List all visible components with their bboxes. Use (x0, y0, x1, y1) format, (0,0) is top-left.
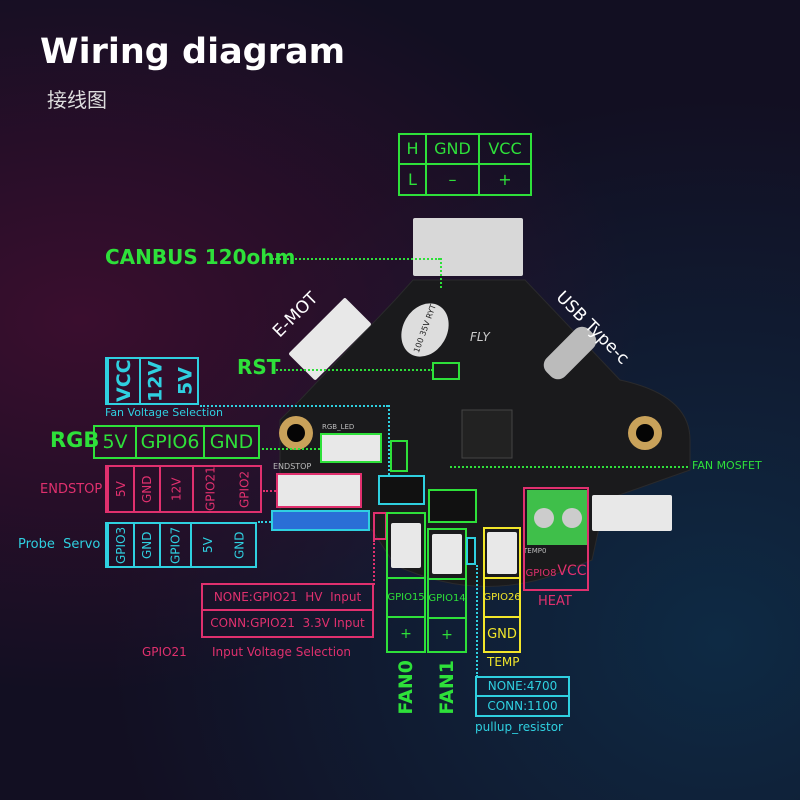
fan-voltage-label: Fan Voltage Selection (105, 406, 223, 419)
endstop-pin-gnd: GND (133, 467, 159, 511)
temp-pin-gpio26: GPIO26 (483, 579, 521, 618)
rst-button[interactable] (432, 362, 460, 380)
temp-connector[interactable] (487, 532, 517, 574)
fan-voltage-jumper-table: VCC 12V 5V (105, 357, 199, 405)
fan0-block: GPIO15 + (386, 512, 426, 653)
endstop-label: ENDSTOP (40, 482, 103, 497)
heat-block: GPIO8 VCC (523, 487, 589, 591)
heat-pin-vcc: VCC (557, 563, 587, 579)
rgb-pinout-table: 5V GPIO6 GND (93, 425, 260, 459)
pullup-conn: CONN:1100 (487, 698, 558, 713)
fan0-connector[interactable] (391, 523, 421, 569)
input-voltage-conn: CONN:GPIO21 3.3V Input (210, 616, 365, 631)
gpio21-jumper[interactable] (373, 512, 387, 540)
endstop-pin-gpio21: GPIO21 (192, 467, 227, 511)
input-voltage-selection-label: Input Voltage Selection (212, 645, 352, 659)
can-plus: + (498, 169, 512, 189)
pullup-jumper[interactable] (466, 537, 476, 565)
fan-mosfet-label: FAN MOSFET (692, 459, 762, 472)
pullup-none: NONE:4700 (477, 678, 568, 697)
fan0-label: FAN0 (395, 660, 417, 715)
silk-temp0: TEMP0 (523, 547, 547, 555)
endstop-pin-gpio2: GPIO2 (237, 470, 252, 508)
endstop-connector[interactable] (276, 473, 362, 508)
fan1-label: FAN1 (436, 660, 458, 715)
fan0-pin-gpio15: GPIO15 (387, 579, 425, 618)
can-connector[interactable] (413, 218, 523, 276)
temp-pin-gnd: GND (487, 627, 517, 642)
canbus-label: CANBUS 120ohm (105, 245, 296, 269)
fan1-block: GPIO14 + (427, 528, 467, 653)
probe-pin-gpio3: GPIO3 (107, 524, 133, 566)
usb-c-port (543, 326, 597, 380)
fan-mosfet-header[interactable] (428, 489, 477, 523)
pullup-label: pullup_resistor (475, 720, 563, 734)
can-gnd: GND (427, 135, 478, 165)
temp-label: TEMP (487, 655, 520, 669)
can-l: L (408, 169, 417, 189)
capacitor (401, 303, 449, 357)
probe-pin-gnd: GND (133, 524, 159, 566)
probe-servo-connector[interactable] (271, 510, 370, 531)
endstop-pin-12v: 12V (159, 467, 192, 511)
fan0-pin-plus: + (400, 626, 412, 643)
silk-endstop: ENDSTOP (273, 462, 312, 471)
rgb-pin-gpio6: GPIO6 (137, 427, 205, 457)
endstop-pinout-table: 5V GND 12V GPIO21 GPIO2 (105, 465, 262, 513)
fan-voltage-jumper[interactable] (390, 440, 408, 472)
fan1-pin-plus: + (441, 627, 453, 643)
temp-block: GPIO26 GND (483, 527, 521, 653)
page-subtitle: 接线图 (47, 88, 107, 112)
can-vcc: VCC (480, 135, 530, 165)
silk-fly: FLY (470, 330, 490, 344)
rgb-label: RGB (50, 428, 100, 452)
probe-servo-label: Probe Servo (18, 537, 101, 552)
heat-pin-gpio8: GPIO8 (525, 568, 557, 579)
can-minus: – (448, 169, 457, 189)
fan-voltage-12v: 12V (139, 359, 170, 403)
heat-label: HEAT (538, 594, 572, 609)
right-connector[interactable] (592, 495, 672, 531)
fan-voltage-5v: 5V (174, 367, 197, 395)
probe-pin-5v: 5V (190, 524, 224, 566)
rgb-pin-5v: 5V (95, 427, 137, 457)
pullup-table: NONE:4700 CONN:1100 (475, 676, 570, 717)
rst-label: RST (237, 355, 281, 379)
fan-voltage-vcc: VCC (107, 359, 139, 403)
fan1-connector[interactable] (432, 534, 462, 574)
probe-servo-pinout-table: GPIO3 GND GPIO7 5V GND (105, 522, 257, 568)
gpio21-label: GPIO21 (142, 645, 187, 659)
probe-pin-gpio7: GPIO7 (159, 524, 190, 566)
input-voltage-table: NONE:GPIO21 HV Input CONN:GPIO21 3.3V In… (201, 583, 374, 638)
page-title: Wiring diagram (40, 32, 346, 72)
mcu-chip (461, 409, 513, 459)
rgb-pin-gnd: GND (209, 431, 254, 453)
fan1-pin-gpio14: GPIO14 (428, 580, 466, 619)
can-h: H (400, 135, 425, 165)
input-voltage-none: NONE:GPIO21 HV Input (203, 585, 372, 611)
rgb-connector[interactable] (320, 433, 382, 463)
silk-rgb-led: RGB_LED (322, 423, 355, 431)
endstop-pin-5v: 5V (107, 467, 133, 511)
probe-pin-gnd-2: GND (232, 531, 247, 559)
boot-header[interactable] (378, 475, 425, 505)
